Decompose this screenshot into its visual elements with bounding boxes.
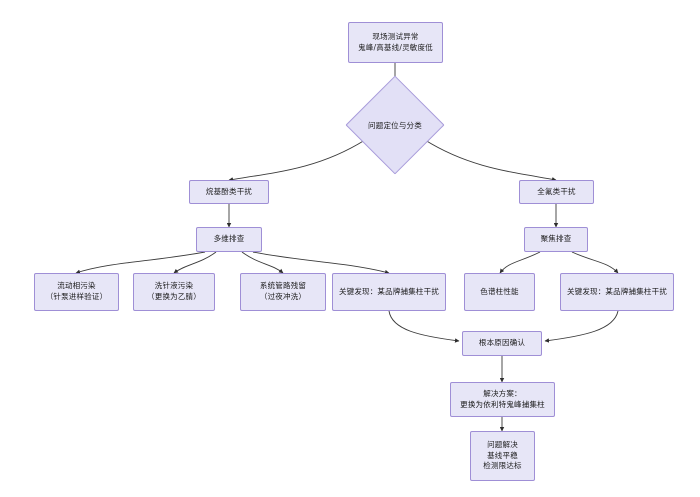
node-root-cause-confirmed[interactable]: 根本原因确认	[462, 331, 542, 356]
node-needle-wash-contamination[interactable]: 洗针液污染 （更换为乙腈）	[133, 273, 215, 311]
node-line: （更换为乙腈）	[147, 292, 201, 301]
node-line: 流动相污染	[57, 281, 96, 291]
node-line: （针泵进样验证）	[45, 292, 108, 301]
node-line: 聚焦排查	[540, 234, 572, 244]
node-line: 关键发现：某品牌捕集柱干扰	[566, 286, 668, 296]
node-line: 系统管路残留	[259, 281, 307, 291]
node-line: 烷基酚类干扰	[205, 186, 253, 196]
node-line: 关键发现：某品牌捕集柱干扰	[338, 286, 440, 296]
node-line: 基线平稳	[487, 450, 518, 460]
edge-decision-to-right-branch	[424, 139, 557, 182]
edge-multi-to-leaf1	[75, 251, 206, 274]
edge-focus-to-leaf1	[499, 251, 541, 274]
node-system-line-carryover[interactable]: 系统管路残留 （过夜冲洗）	[240, 273, 326, 311]
node-field-test-abnormal[interactable]: 现场测试异常 鬼峰/高基线/灵敏度低	[348, 22, 443, 63]
node-line: 解决方案：	[483, 388, 522, 398]
node-line: 根本原因确认	[478, 338, 526, 348]
node-line: （过夜冲洗）	[259, 292, 307, 301]
node-line: 鬼峰/高基线/灵敏度低	[358, 42, 433, 52]
edge-multi-to-leaf3	[241, 251, 284, 274]
node-column-performance[interactable]: 色谱柱性能	[464, 273, 535, 311]
node-line: 多维排查	[213, 234, 245, 244]
edge-focus-to-leaf2	[571, 251, 619, 274]
node-key-finding-trap-column-right[interactable]: 关键发现：某品牌捕集柱干扰	[560, 273, 674, 311]
node-line: 问题解决	[487, 439, 518, 449]
edge-right-finding-to-root	[544, 310, 619, 343]
edge-multi-to-leaf4	[252, 251, 390, 275]
node-pfas-interference[interactable]: 全氟类干扰	[519, 180, 594, 204]
node-line: 洗针液污染	[154, 281, 194, 291]
node-line: 更换为依利特鬼峰捕集柱	[460, 399, 545, 409]
node-outcome-resolved[interactable]: 问题解决 基线平稳 检测限达标	[470, 431, 535, 481]
node-line: 全氟类干扰	[537, 186, 576, 196]
edge-multi-to-leaf2	[173, 251, 217, 274]
decision-label: 问题定位与分类	[368, 120, 422, 130]
node-multidimensional-investigation[interactable]: 多维排查	[196, 227, 262, 252]
edge-decision-to-left-branch	[228, 139, 366, 182]
node-focused-investigation[interactable]: 聚焦排查	[524, 227, 588, 252]
node-mobile-phase-contamination[interactable]: 流动相污染 （针泵进样验证）	[34, 273, 119, 311]
node-alkylphenol-interference[interactable]: 烷基酚类干扰	[189, 180, 269, 204]
node-line: 色谱柱性能	[480, 286, 519, 296]
node-key-finding-trap-column-left[interactable]: 关键发现：某品牌捕集柱干扰	[332, 273, 446, 311]
node-solution[interactable]: 解决方案： 更换为依利特鬼峰捕集柱	[450, 382, 555, 417]
edge-left-finding-to-root	[388, 310, 460, 343]
node-line: 现场测试异常	[372, 31, 419, 41]
node-line: 检测限达标	[483, 461, 522, 471]
